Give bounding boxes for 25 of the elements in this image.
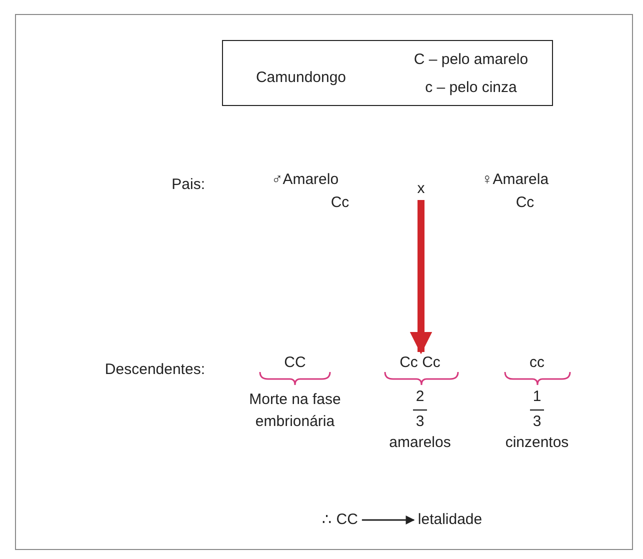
phenotype-label: cinzentos: [505, 434, 569, 452]
fraction-numerator: 2: [416, 388, 424, 406]
fraction-denominator: 3: [532, 413, 542, 431]
organism-name: Camundongo: [256, 69, 346, 87]
conclusion-text: letalidade: [418, 511, 482, 529]
row-label: Descendentes:: [104, 361, 205, 379]
cross-sign: x: [417, 180, 425, 198]
genotype-text: Cc Cc: [400, 354, 440, 372]
fraction-denominator: 3: [416, 413, 424, 431]
arrow: [362, 516, 415, 524]
allele-key-text: c – pelo cinza: [425, 79, 517, 97]
key-box: [222, 40, 553, 106]
arrow: [410, 200, 432, 354]
fraction-numerator: 1: [532, 388, 542, 406]
phenotype-label: amarelos: [389, 434, 451, 452]
genotype-text: CC: [284, 354, 306, 372]
phenotype-label: ♂Amarelo: [271, 171, 339, 189]
genotype-text: Cc: [516, 194, 534, 212]
genotype-text: cc: [530, 354, 544, 372]
conclusion-text: ∴ CC: [322, 511, 358, 529]
genotype-text: Cc: [330, 194, 350, 212]
row-label: Pais:: [172, 176, 205, 194]
outcome-text: Morte na fase embrionária: [248, 390, 342, 432]
allele-key-text: C – pelo amarelo: [414, 51, 528, 69]
phenotype-label: ♀Amarela: [481, 171, 549, 189]
